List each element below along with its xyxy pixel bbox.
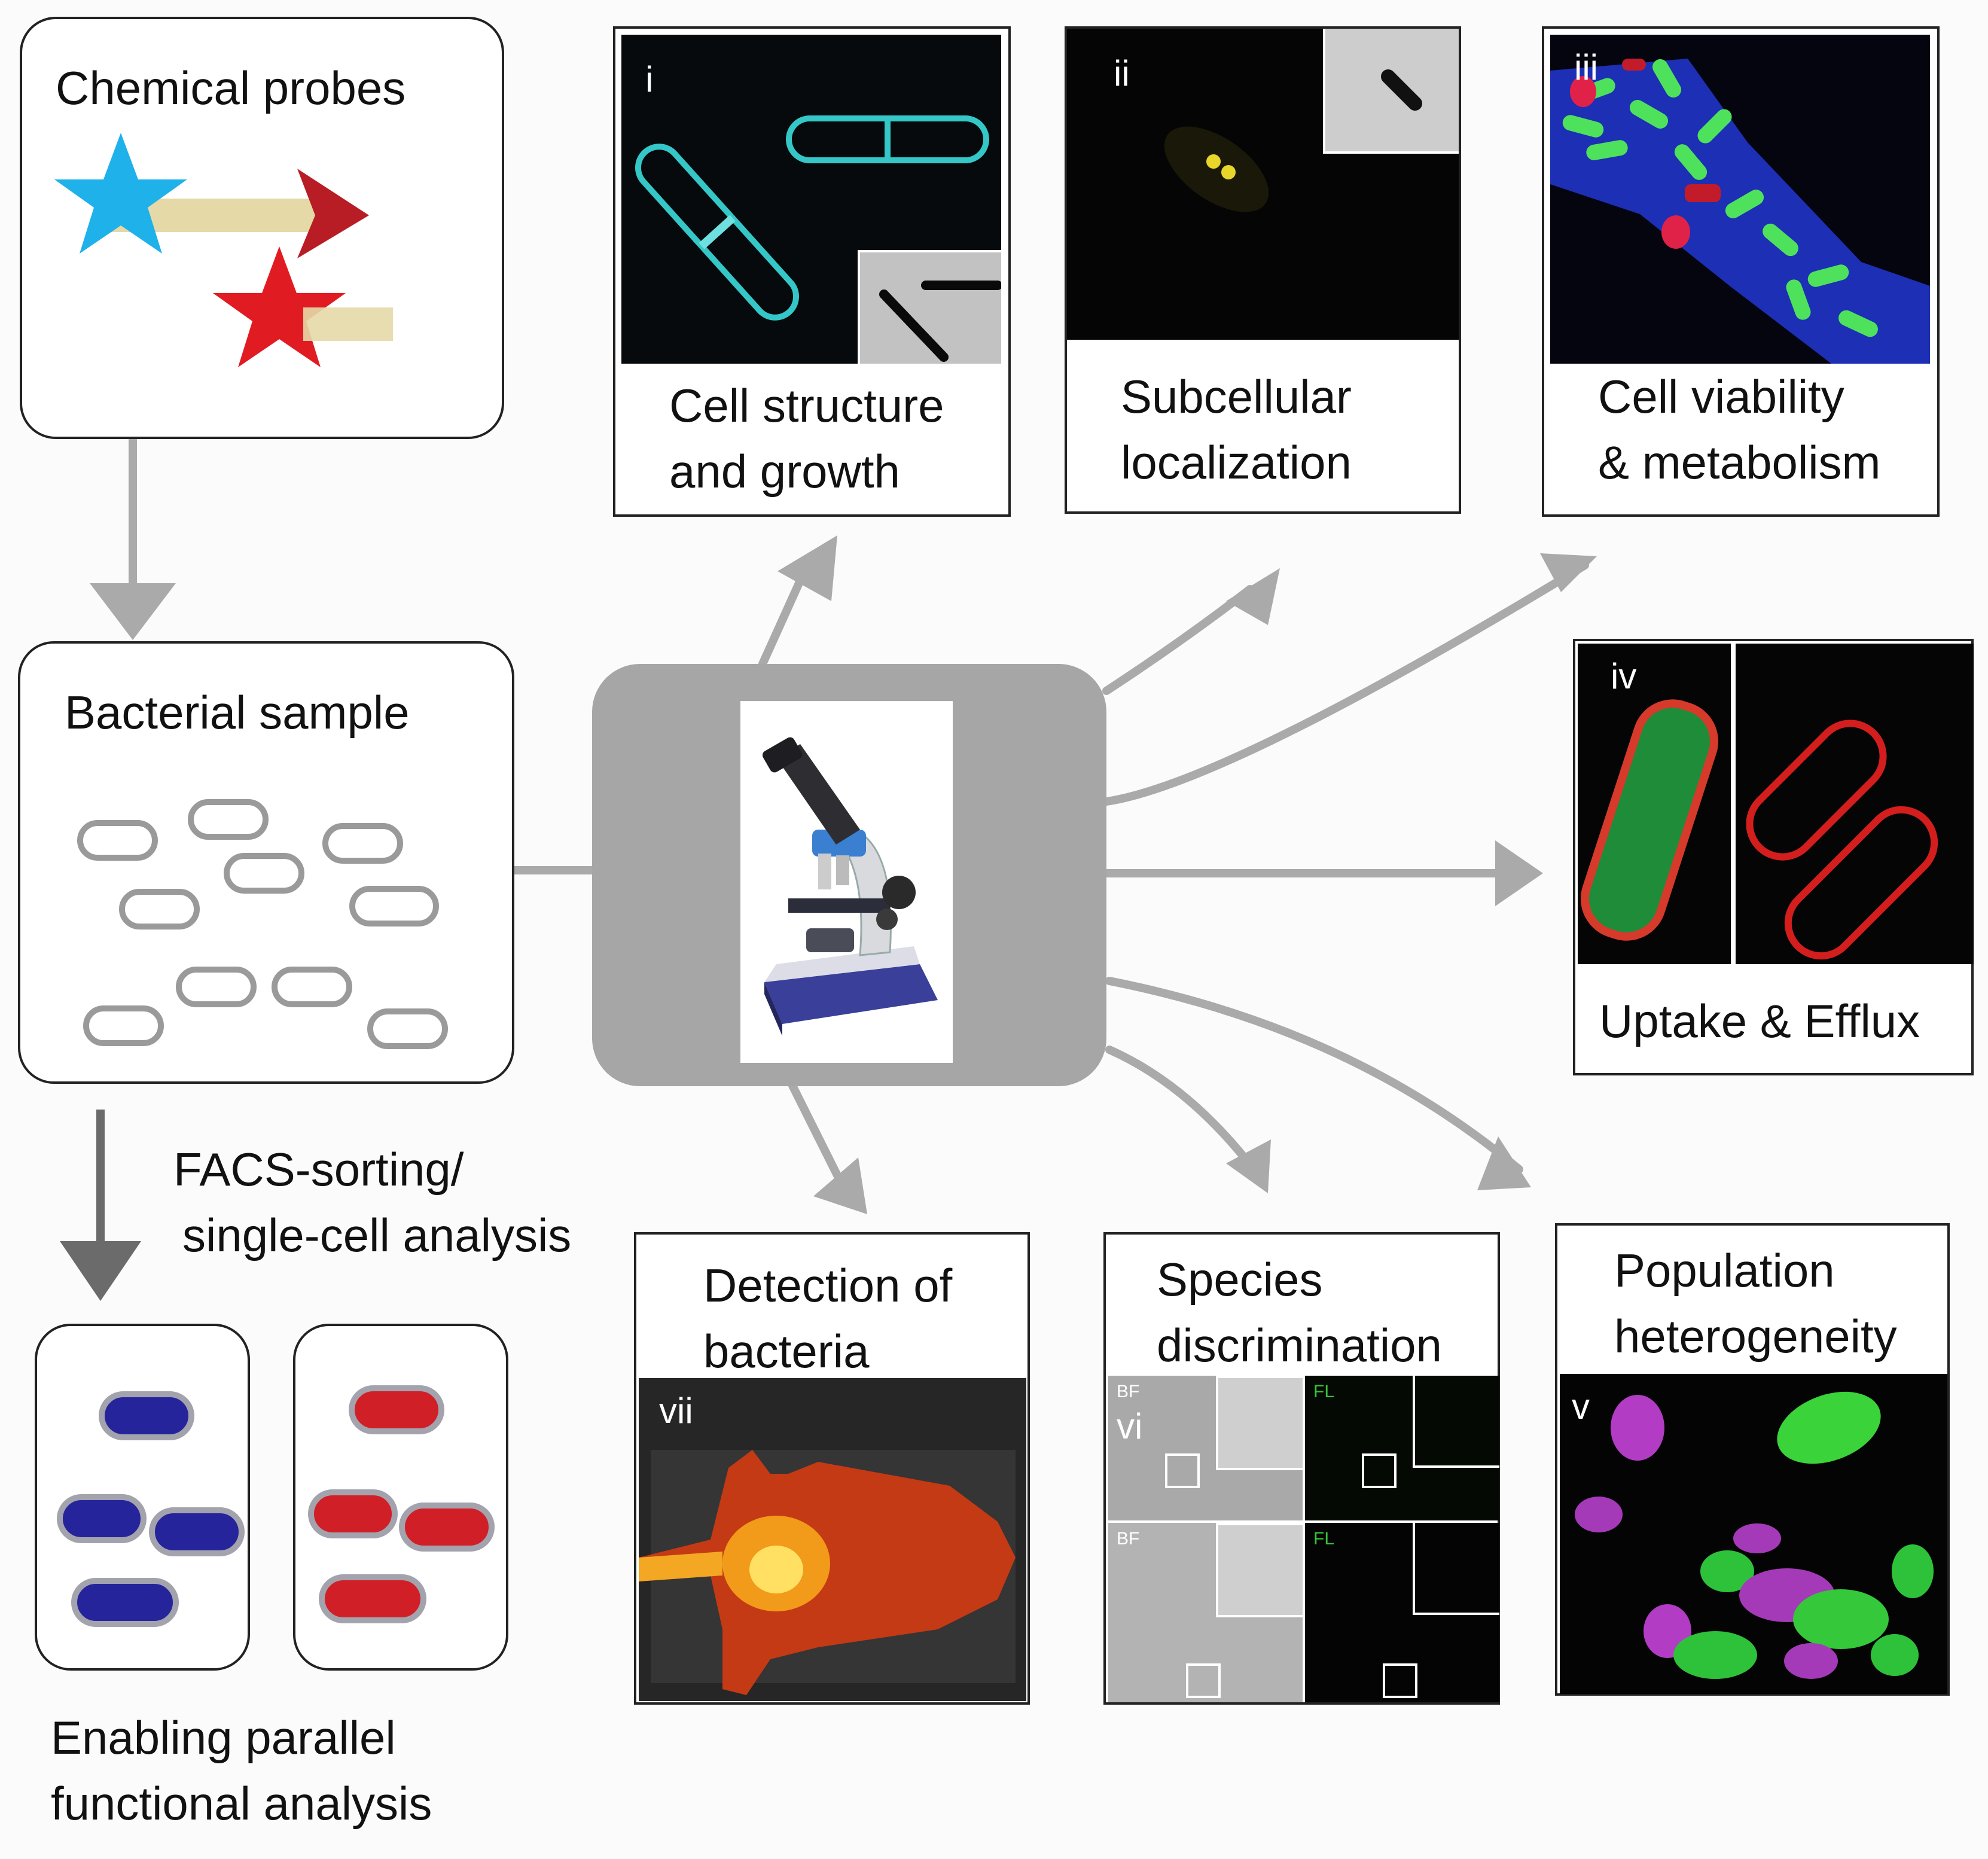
- panel-i-line1: Cell structure: [669, 379, 944, 432]
- panel-ii-line2: localization: [1121, 436, 1352, 489]
- phase-contrast-inset: [858, 250, 1001, 364]
- panel-numeral-vi: vi: [1117, 1406, 1143, 1446]
- arrow-to-cell-viability: [1102, 561, 1589, 806]
- detection-image: vii: [639, 1378, 1026, 1701]
- chemical-probes-box: Chemical probes: [20, 17, 504, 439]
- arrow-facs: [60, 1241, 141, 1301]
- star-icon: [54, 133, 187, 254]
- panel-uptake-efflux: iv Uptake & Efflux: [1573, 639, 1974, 1075]
- parallel-label-line1: Enabling parallel: [51, 1711, 396, 1764]
- bf-label: BF: [1117, 1529, 1140, 1549]
- sorted-blue-box: [35, 1324, 250, 1671]
- panel-vii-line2: bacteria: [703, 1325, 870, 1378]
- panel-cell-viability: iii Cell viability & metabolism: [1542, 26, 1940, 517]
- panel-v-line2: heterogeneity: [1614, 1310, 1897, 1363]
- panel-species: Species discrimination BF vi FL BF FL: [1103, 1232, 1500, 1705]
- panel-ii-line1: Subcellular: [1121, 370, 1352, 423]
- cell-structure-image: i: [621, 35, 1001, 364]
- fl-label: FL: [1313, 1529, 1335, 1549]
- species-fl-bottom: FL: [1305, 1523, 1499, 1702]
- panel-vi-line1: Species: [1157, 1253, 1323, 1306]
- panel-numeral-iv: iv: [1611, 656, 1637, 696]
- species-fl-top: FL: [1305, 1376, 1499, 1520]
- panel-detection: Detection of bacteria vii: [634, 1232, 1030, 1705]
- probe-drawing: [54, 133, 393, 367]
- species-bf-top: BF vi: [1108, 1376, 1303, 1520]
- subcellular-image: ii: [1067, 29, 1459, 340]
- microscope-hub: [592, 664, 1106, 1086]
- panel-iv-line1: Uptake & Efflux: [1599, 995, 1920, 1047]
- star-icon: [213, 246, 346, 367]
- bacterial-sample-box: Bacterial sample: [18, 641, 514, 1084]
- panel-numeral-v: v: [1572, 1386, 1590, 1427]
- species-bf-bottom: BF: [1108, 1523, 1303, 1702]
- uptake-image-right: [1736, 644, 1974, 964]
- panel-v-line1: Population: [1614, 1244, 1835, 1297]
- facs-label-line1: FACS-sorting/: [173, 1143, 464, 1196]
- population-image: v: [1560, 1374, 1947, 1694]
- panel-cell-structure: i Cell structure and growth: [613, 26, 1011, 517]
- panel-subcellular: ii Subcellular localization: [1065, 26, 1461, 514]
- arrow-to-species: [1105, 1046, 1260, 1177]
- sorted-red-box: [293, 1324, 508, 1671]
- panel-population: Population heterogeneity v: [1555, 1223, 1950, 1696]
- panel-vii-line1: Detection of: [703, 1259, 953, 1312]
- arrow-to-population: [1105, 977, 1523, 1174]
- bacterial-sample-title: Bacterial sample: [65, 686, 410, 739]
- facs-label-line2: single-cell analysis: [182, 1209, 572, 1261]
- cell-viability-image: iii: [1550, 35, 1930, 364]
- fl-label: FL: [1313, 1382, 1335, 1401]
- arrow-to-subcellular: [1102, 585, 1254, 695]
- microscope-icon: [762, 737, 938, 1036]
- bacteria-drawing: [77, 799, 448, 1049]
- panel-vi-line2: discrimination: [1157, 1319, 1442, 1372]
- uptake-image-left: iv: [1578, 644, 1731, 964]
- arrow-to-cell-structure: [758, 567, 809, 668]
- chemical-probes-title: Chemical probes: [56, 62, 406, 114]
- panel-iii-line1: Cell viability: [1598, 370, 1844, 423]
- panel-numeral-iii: iii: [1574, 47, 1598, 87]
- microscope-image-frame: [740, 701, 953, 1063]
- panel-numeral-vii: vii: [659, 1391, 693, 1431]
- panel-i-line2: and growth: [669, 445, 900, 498]
- panel-iii-line2: & metabolism: [1598, 436, 1881, 489]
- parallel-label-line2: functional analysis: [51, 1777, 432, 1830]
- phase-contrast-inset: [1323, 29, 1459, 154]
- arrow-to-detection: [788, 1081, 850, 1197]
- bf-label: BF: [1117, 1382, 1140, 1401]
- panel-numeral-i: i: [645, 59, 654, 99]
- panel-numeral-ii: ii: [1114, 53, 1130, 93]
